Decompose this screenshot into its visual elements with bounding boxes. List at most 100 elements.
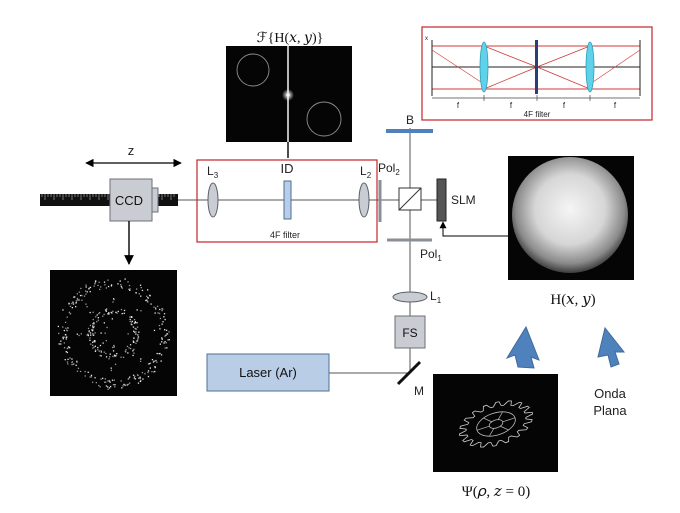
speckle-dot [133, 337, 135, 339]
speckle-dot [113, 298, 115, 300]
speckle-dot [62, 309, 64, 311]
speckle-dot [124, 278, 126, 280]
ccd-reconstructed-image [50, 270, 177, 396]
speckle-dot [141, 289, 144, 292]
speckle-dot [91, 330, 94, 332]
speckle-dot [137, 337, 139, 339]
speckle-dot [89, 324, 92, 327]
speckle-dot [66, 330, 68, 332]
speckle-dot [66, 351, 68, 354]
speckle-dot [140, 310, 142, 312]
speckle-dot [104, 284, 106, 286]
speckle-dot [111, 379, 114, 381]
speckle-dot [102, 315, 104, 317]
speckle-dot [92, 326, 95, 329]
speckle-dot [147, 289, 149, 291]
speckle-dot [103, 313, 105, 316]
pol1-label: Pol1 [420, 247, 442, 263]
speckle-dot [107, 279, 109, 281]
speckle-dot [99, 344, 102, 347]
speckle-dot [94, 350, 97, 352]
speckle-dot [113, 299, 115, 301]
speckle-dot [134, 322, 137, 324]
speckle-dot [84, 370, 86, 373]
speckle-dot [165, 334, 167, 336]
speckle-dot [161, 338, 163, 340]
speckle-dot [133, 322, 136, 324]
speckle-dot [94, 283, 96, 285]
speckle-dot [71, 307, 73, 309]
pol2-label: Pol2 [378, 161, 400, 177]
speckle-dot [113, 354, 116, 356]
speckle-dot [92, 341, 94, 343]
speckle-dot [100, 332, 102, 334]
speckle-dot [74, 296, 76, 298]
speckle-dot [137, 374, 139, 376]
speckle-dot [60, 340, 62, 342]
speckle-dot [135, 342, 137, 344]
speckle-dot [105, 356, 108, 358]
speckle-dot [86, 291, 88, 293]
speckle-dot [147, 370, 150, 372]
speckle-dot [151, 371, 153, 373]
speckle-dot [105, 381, 107, 383]
id-label: ID [281, 161, 294, 176]
onda-label: Onda [594, 386, 627, 401]
speckle-dot [156, 361, 158, 363]
gear-spoke [497, 411, 503, 420]
speckle-dot [162, 321, 164, 323]
speckle-dot [108, 313, 110, 315]
speckle-dot [79, 370, 82, 373]
speckle-dot [89, 291, 91, 293]
speckle-dot [125, 349, 127, 351]
speckle-dot [64, 359, 66, 361]
speckle-dot [145, 299, 147, 302]
speckle-dot [127, 281, 129, 283]
speckle-dot [109, 353, 111, 355]
laser-label: Laser (Ar) [239, 365, 297, 380]
speckle-dot [123, 383, 125, 386]
speckle-dot [99, 386, 101, 388]
speckle-dot [108, 358, 110, 360]
speckle-dot [115, 355, 117, 357]
speckle-dot [95, 382, 97, 384]
h-xy-label: H(𝑥, 𝑦) [550, 292, 595, 308]
speckle-dot [65, 336, 67, 338]
speckle-dot [112, 301, 114, 303]
speckle-dot [90, 376, 93, 378]
gear-rim [458, 400, 534, 448]
ccd-camera: CCD [109, 178, 159, 222]
speckle-dot [58, 343, 60, 345]
speckle-dot [157, 305, 159, 307]
speckle-dot [108, 312, 110, 314]
speckle-dot [130, 316, 133, 318]
filter-4f-inset: x f f f f 4F filter [421, 26, 653, 121]
speckle-dot [159, 308, 161, 311]
blue-arrow-plane-wave [597, 326, 626, 368]
speckle-dot [68, 311, 70, 313]
speckle-dot [113, 344, 115, 347]
speckle-dot [164, 318, 166, 321]
plana-label: Plana [593, 403, 627, 418]
speckle-dot [80, 333, 82, 335]
speckle-dot [78, 299, 80, 301]
speckle-dot [91, 329, 93, 331]
speckle-dot [92, 344, 94, 346]
speckle-dot [96, 314, 98, 316]
speckle-dot [132, 349, 134, 351]
speckle-dot [72, 303, 75, 305]
lens-l2 [358, 182, 370, 218]
speckle-dot [96, 321, 98, 323]
speckle-dot [157, 312, 159, 314]
speckle-dot [87, 334, 89, 337]
speckle-dot [154, 360, 157, 362]
speckle-dot [98, 384, 100, 387]
speckle-dot [104, 332, 106, 334]
speckle-dot [98, 350, 100, 352]
speckle-dot [104, 381, 106, 383]
speckle-dot [151, 359, 154, 361]
speckle-dot [103, 351, 105, 353]
speckle-dot [168, 331, 170, 333]
speckle-dot [89, 376, 91, 378]
